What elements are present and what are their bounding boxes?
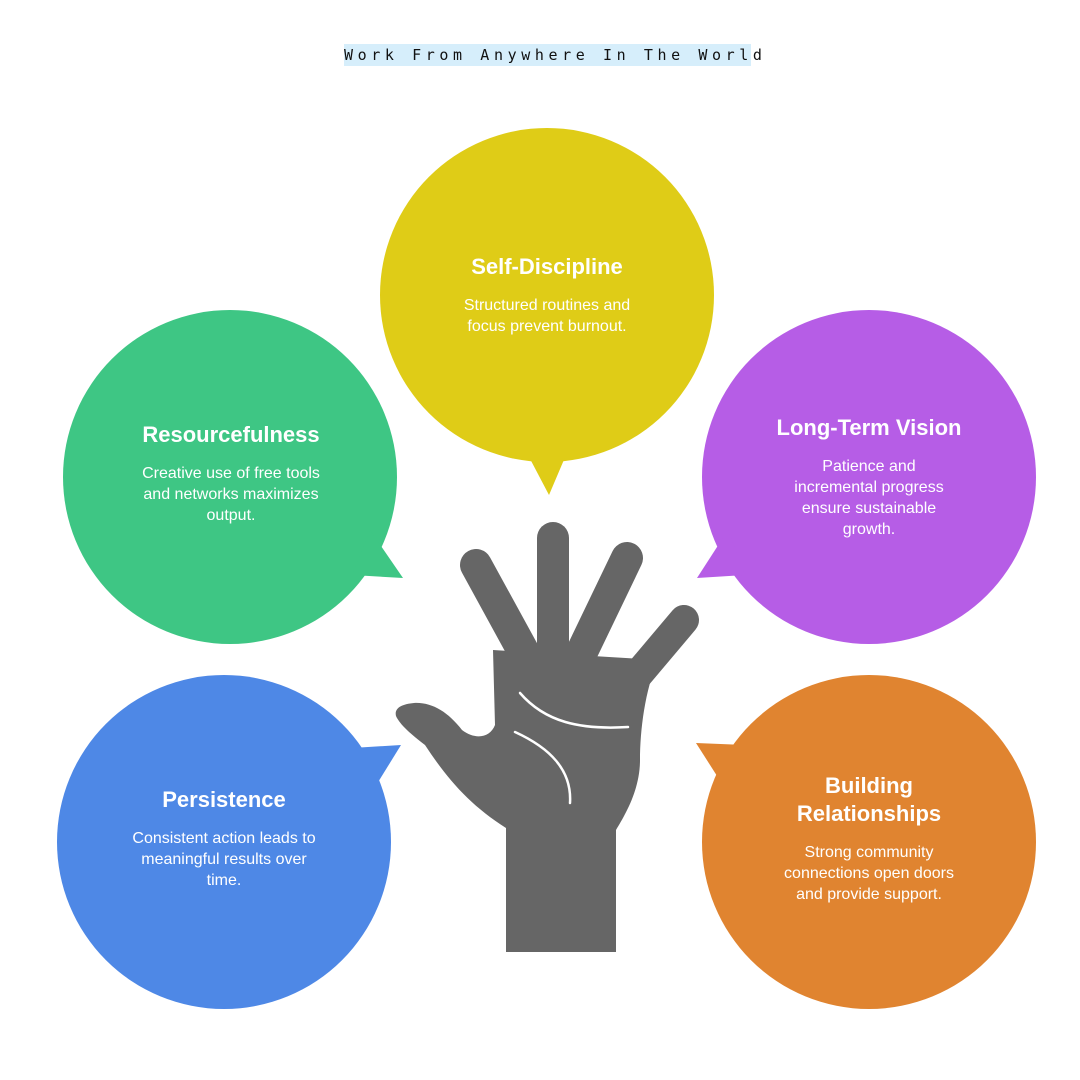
bubble-resourcefulness-tail	[352, 530, 403, 578]
bubble-persistence-tail	[352, 745, 401, 792]
bubble-building-relationships-circle	[702, 675, 1036, 1009]
palm	[395, 650, 658, 952]
bubble-persistence-circle	[57, 675, 391, 1009]
bubble-building-relationships-tail	[696, 743, 745, 790]
palm-life-line	[513, 730, 572, 805]
page-title: Work From Anywhere In The World	[344, 44, 767, 66]
bubble-resourcefulness-title: Resourcefulness	[142, 422, 320, 447]
bubble-self-discipline-tail	[528, 455, 566, 495]
bubble-resourcefulness-description: Creative use of free tools and networks …	[142, 465, 320, 524]
index-finger	[460, 549, 544, 676]
bubble-resourcefulness-text: Resourcefulness Creative use of free too…	[91, 421, 371, 526]
ring-finger	[562, 542, 643, 676]
bubble-long-term-vision	[697, 310, 1036, 644]
bubble-self-discipline-text: Self-Discipline Structured routines and …	[407, 253, 687, 337]
bubble-self-discipline	[380, 128, 714, 495]
palm-heart-line	[518, 691, 630, 729]
bubble-long-term-vision-text: Long-Term Vision Patience and incrementa…	[729, 414, 1009, 540]
bubble-resourcefulness-circle	[63, 310, 397, 644]
bubble-persistence-description: Consistent action leads to meaningful re…	[132, 830, 316, 889]
bubble-long-term-vision-tail	[697, 530, 745, 578]
bubble-building-relationships-text: Building Relationships Strong community …	[729, 772, 1009, 905]
bubble-persistence	[57, 675, 401, 1009]
bubble-building-relationships-description: Strong community connections open doors …	[784, 844, 954, 903]
bubble-long-term-vision-circle	[702, 310, 1036, 644]
bubble-building-relationships-title: Building Relationships	[796, 773, 942, 826]
bubble-long-term-vision-title: Long-Term Vision	[776, 415, 962, 440]
bubble-self-discipline-description: Structured routines and focus prevent bu…	[463, 297, 631, 335]
raised-hand-icon	[395, 522, 699, 952]
bubble-long-term-vision-description: Patience and incremental progress ensure…	[794, 458, 944, 538]
bubble-building-relationships	[696, 675, 1036, 1009]
bubble-persistence-text: Persistence Consistent action leads to m…	[84, 786, 364, 891]
bubble-resourcefulness	[63, 310, 403, 644]
bubble-self-discipline-circle	[380, 128, 714, 462]
bubble-persistence-title: Persistence	[162, 787, 286, 812]
bubble-self-discipline-title: Self-Discipline	[471, 254, 623, 279]
